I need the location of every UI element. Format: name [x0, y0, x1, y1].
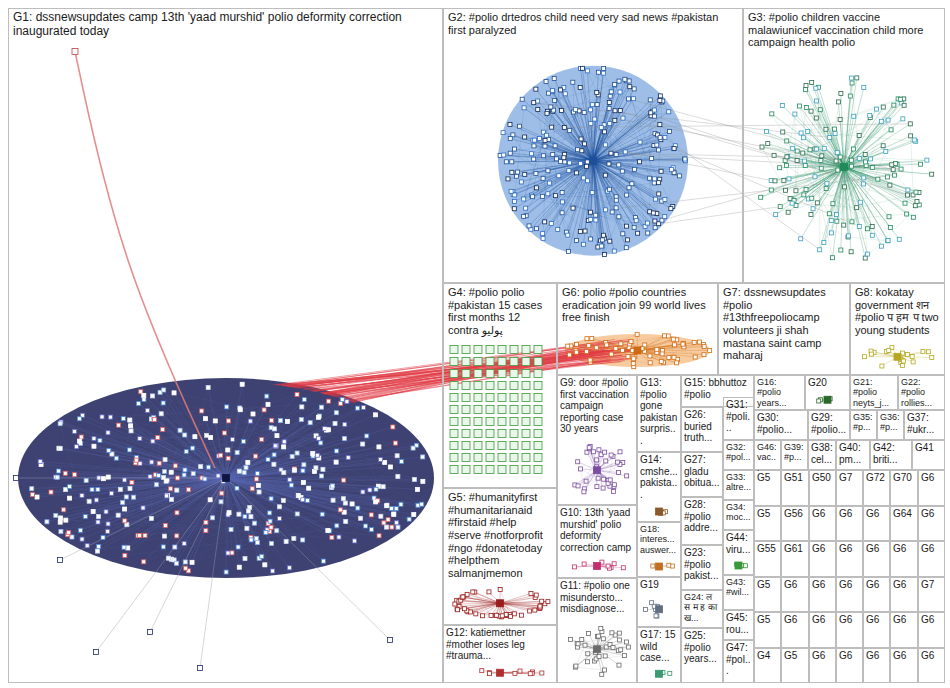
graph-stage: G1: dssnewsupdates camp 13th 'yaad mursh… [0, 0, 950, 688]
